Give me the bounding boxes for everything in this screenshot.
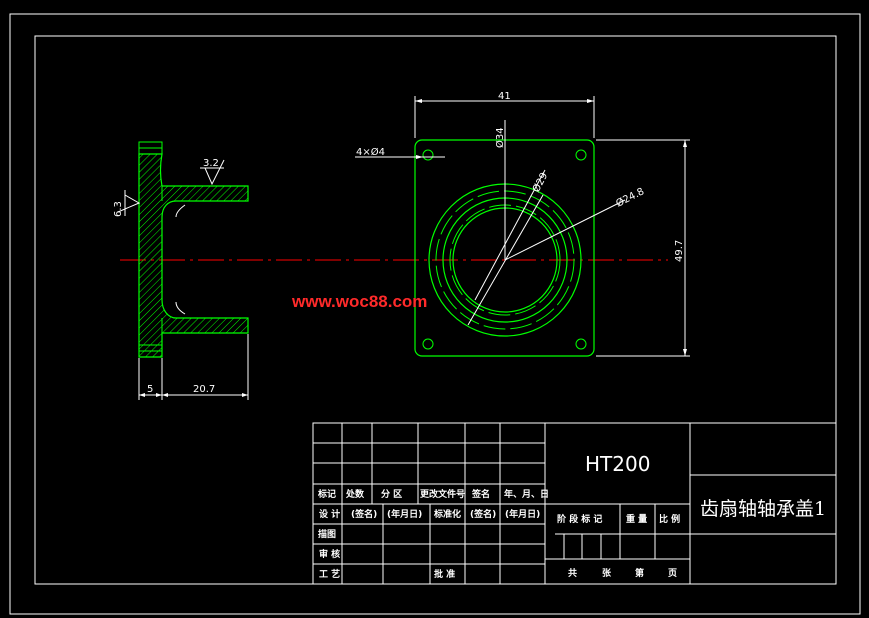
tb-sign2: (签名) — [470, 508, 496, 520]
roughness-3-2: 3.2 — [200, 158, 225, 186]
dia-line-29 — [474, 169, 546, 301]
bolt-hole-tl — [422, 149, 434, 161]
title-block-text: 标记 处数 分 区 更改文件号 签名 年、月、日 设 计 (签名) (年月日) … — [317, 452, 826, 580]
outer-frame — [9, 13, 861, 615]
tb-label-count: 处数 — [345, 488, 365, 500]
tb-design: 设 计 — [319, 508, 340, 520]
tb-drafting: 描图 — [318, 528, 336, 540]
rough-3-2-label: 3.2 — [203, 158, 219, 169]
dim-holes: 4×Ø4 — [356, 146, 385, 158]
tb-label-signature: 签名 — [471, 488, 490, 500]
tb-sign1: (签名) — [351, 508, 377, 520]
watermark-text: www.woc88.com — [291, 292, 427, 311]
part-name-label: 齿扇轴轴承盖1 — [700, 498, 826, 520]
tb-weight: 重 量 — [626, 513, 647, 525]
roughness-6-3: 6.3 — [113, 190, 141, 217]
bolt-hole-br — [575, 338, 587, 350]
dim-dia-34: Ø34 — [494, 127, 506, 148]
section-dimensions: 5 20.7 — [138, 334, 249, 400]
front-view — [414, 120, 626, 357]
tb-label-zone: 分 区 — [381, 488, 402, 500]
section-view — [138, 141, 249, 358]
tb-date2: (年月日) — [505, 508, 540, 520]
dim-41: 41 — [498, 91, 511, 102]
dia-line-24-8 — [504, 199, 626, 261]
tb-label-mark: 标记 — [317, 488, 336, 500]
dim-49-7: 49.7 — [674, 240, 685, 262]
tb-label-change-doc: 更改文件号 — [420, 488, 465, 500]
tb-date1: (年月日) — [387, 508, 422, 520]
bolt-hole-tr — [575, 149, 587, 161]
tb-stage: 阶 段 标 记 — [557, 513, 602, 525]
title-block — [312, 422, 837, 585]
dim-dia-29: Ø29 — [530, 171, 550, 195]
tb-sheets: 张 — [602, 567, 612, 579]
dim-20-7: 20.7 — [193, 384, 215, 395]
dim-5: 5 — [147, 384, 153, 395]
rough-6-3-label: 6.3 — [113, 201, 124, 217]
material-label: HT200 — [585, 452, 650, 476]
tb-review: 审 核 — [319, 548, 340, 560]
tb-sheet-no: 第 — [635, 567, 644, 579]
tb-standard: 标准化 — [433, 508, 461, 520]
tb-label-date: 年、月、日 — [504, 488, 549, 500]
section-hatch — [138, 153, 249, 358]
tb-page: 页 — [668, 568, 677, 579]
fillet-marks — [175, 204, 186, 315]
front-dimensions: 41 49.7 4×Ø4 Ø34 Ø29 Ø24.8 — [355, 91, 690, 357]
tb-scale: 比 例 — [659, 513, 680, 525]
tb-approve: 批 准 — [434, 568, 455, 580]
dim-dia-24-8: Ø24.8 — [614, 185, 646, 209]
tb-total: 共 — [568, 567, 577, 579]
bolt-hole-bl — [422, 338, 434, 350]
tb-process: 工 艺 — [319, 568, 340, 580]
